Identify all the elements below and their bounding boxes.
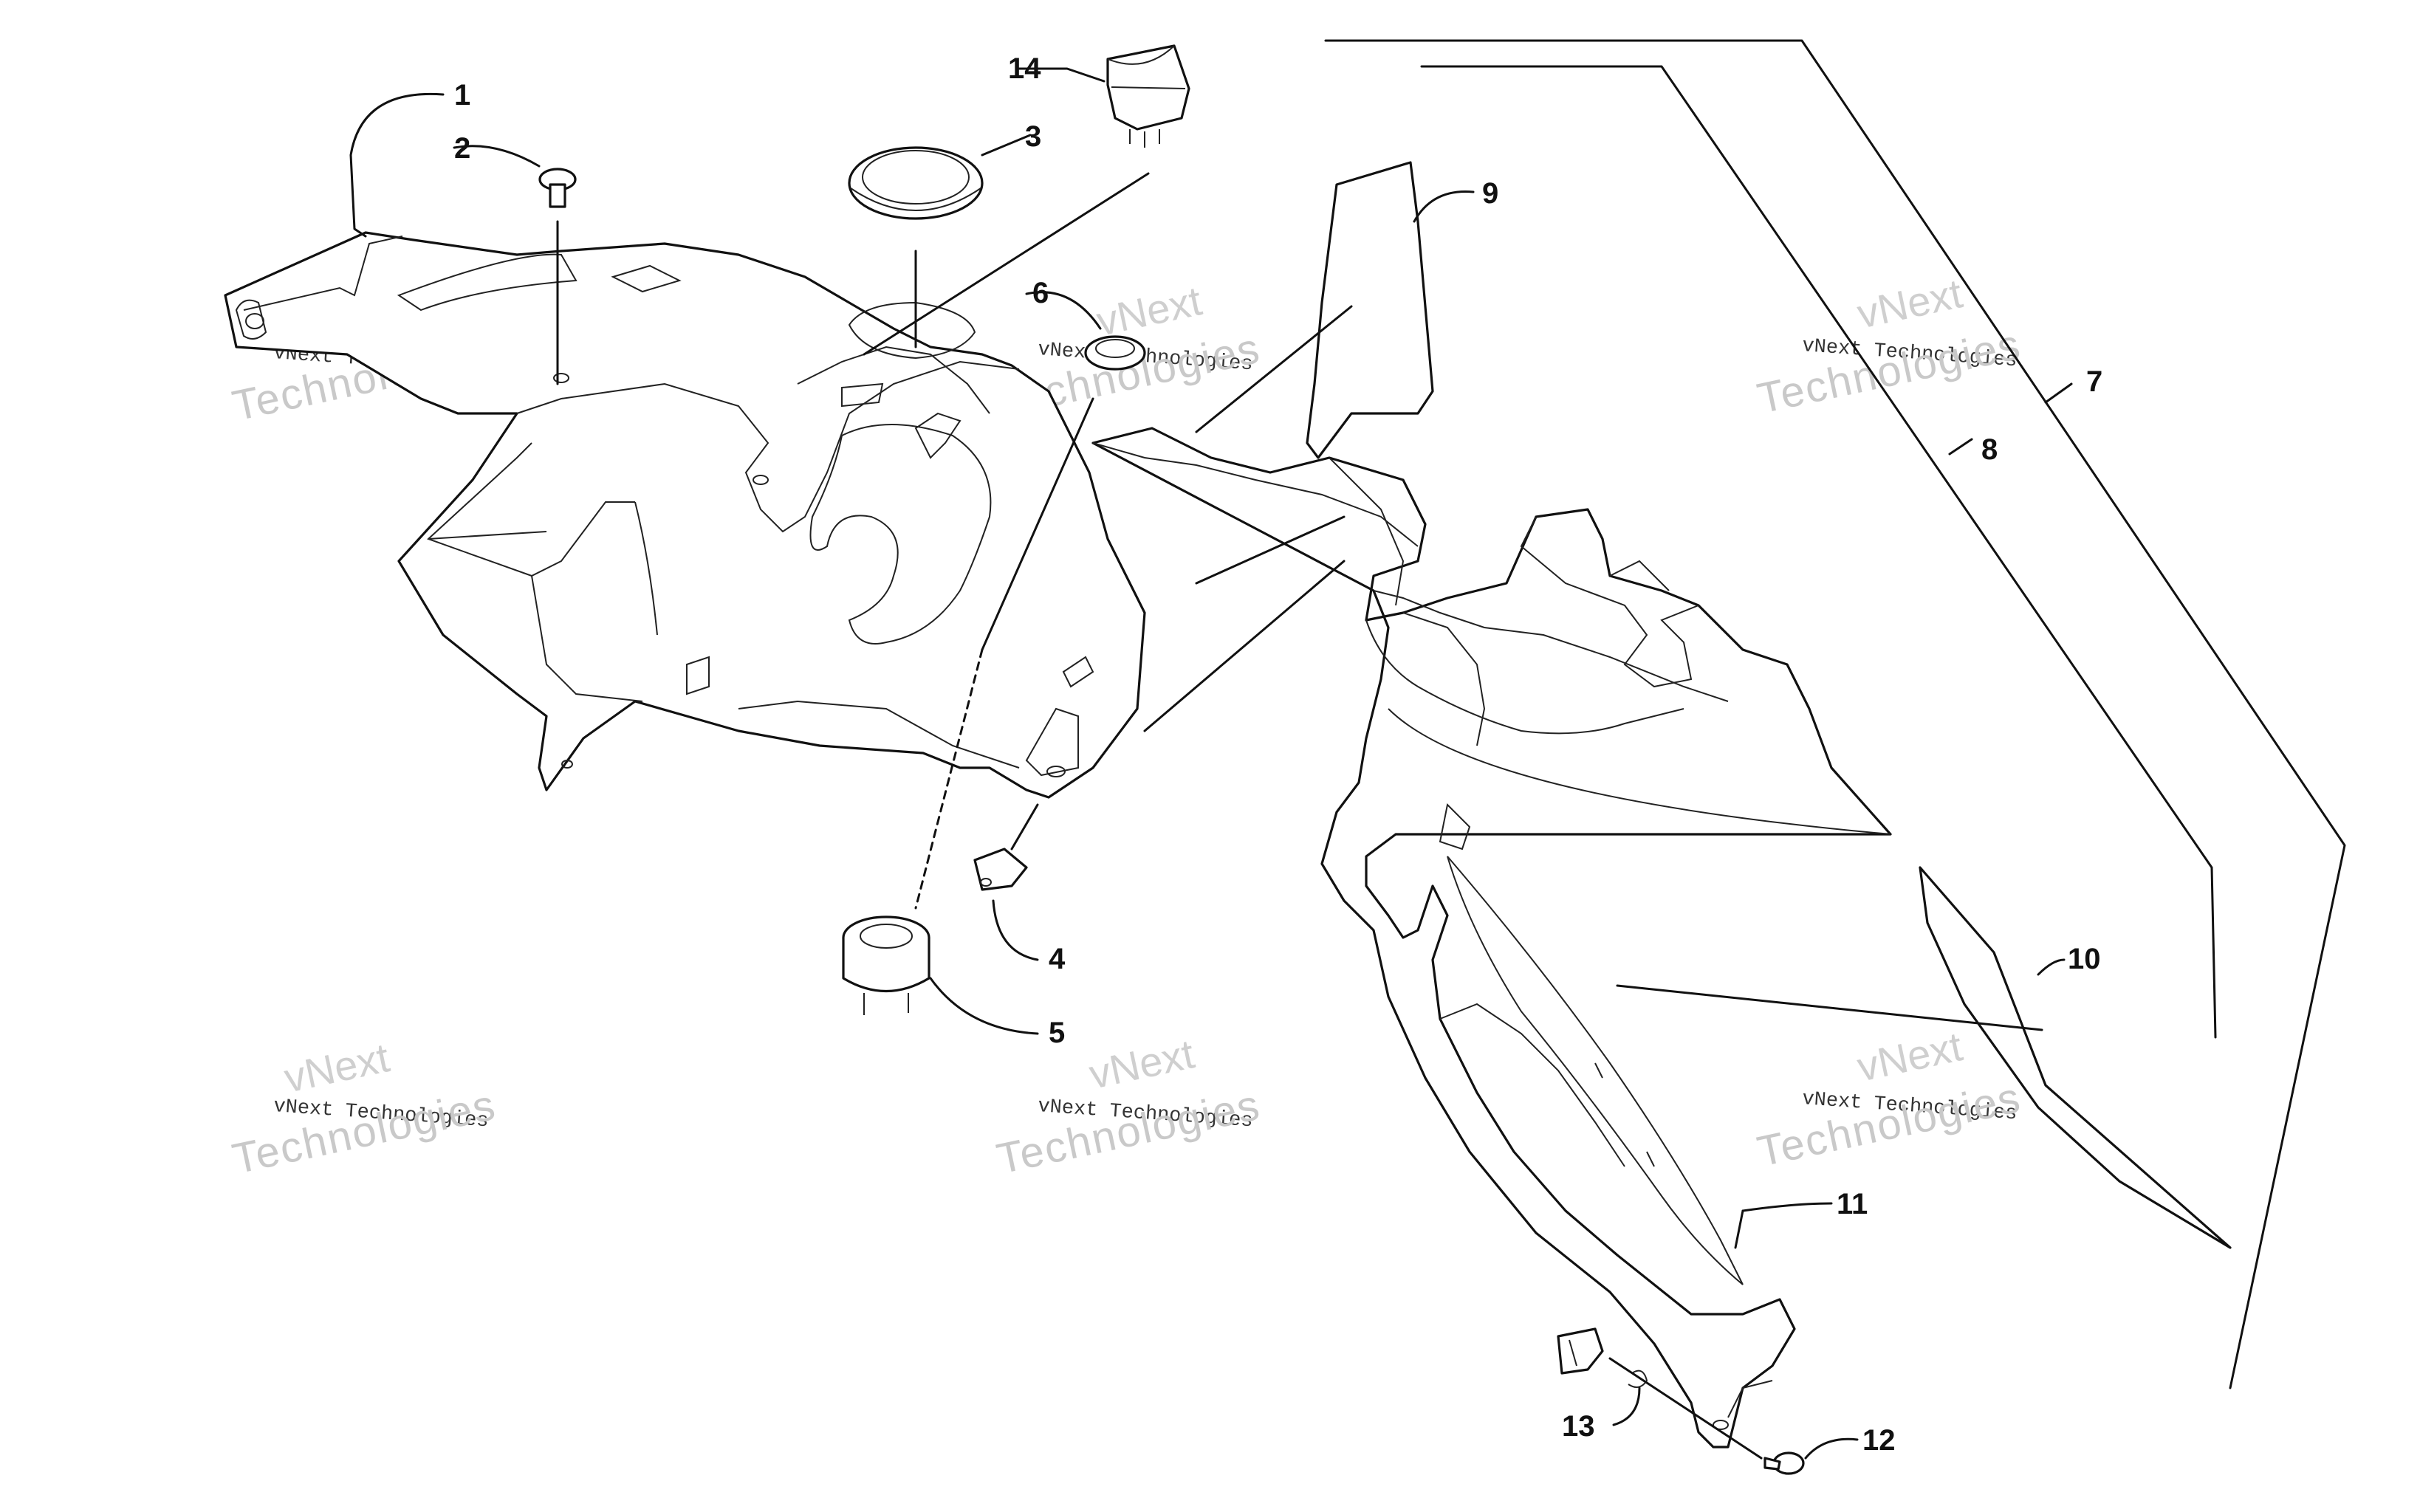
- svg-text:vNext: vNext: [1092, 277, 1206, 344]
- callout-12: 12: [1862, 1424, 1896, 1457]
- callout-14: 14: [1008, 52, 1041, 85]
- svg-text:vNext: vNext: [1853, 269, 1967, 337]
- part-11-side-panel: [1091, 427, 1892, 1449]
- part-10-strip: [1919, 866, 2232, 1249]
- watermark-bottom-right: vNext vNext Technologies Technologies: [1753, 1023, 2025, 1175]
- part-2-screw: [538, 168, 577, 385]
- part-13-clip-fastener: [1557, 1327, 1648, 1388]
- svg-text:Technologies: Technologies: [1753, 320, 2025, 423]
- callout-13: 13: [1562, 1410, 1595, 1443]
- callout-4: 4: [1049, 943, 1066, 975]
- callout-1: 1: [454, 79, 470, 111]
- svg-text:Technologies: Technologies: [228, 1081, 500, 1183]
- svg-text:Technologies: Technologies: [1753, 1073, 2025, 1176]
- part-9-fin: [1306, 161, 1434, 459]
- part-14-rocker-switch: [1106, 44, 1190, 148]
- part-1-console-panel: [224, 231, 1146, 799]
- part-5-ignition-plug: [842, 915, 930, 1015]
- callout-9: 9: [1482, 177, 1498, 210]
- callout-11: 11: [1837, 1188, 1868, 1220]
- watermark-bottom-center: vNext vNext Technologies Technologies: [993, 1030, 1264, 1183]
- callout-5: 5: [1049, 1017, 1065, 1049]
- svg-text:vNext: vNext: [280, 1034, 394, 1101]
- callout-10: 10: [2068, 943, 2101, 975]
- callout-7: 7: [2086, 365, 2102, 398]
- callout-2: 2: [454, 132, 470, 165]
- svg-text:vNext: vNext: [1085, 1030, 1199, 1097]
- part-12-push-rivet: [1763, 1451, 1805, 1475]
- svg-text:vNext: vNext: [1853, 1023, 1967, 1090]
- part-6-grommet: [1084, 335, 1146, 371]
- callout-3: 3: [1025, 120, 1041, 153]
- leader-lines: [349, 39, 2346, 1460]
- watermark-bottom-left: vNext vNext Technologies Technologies: [228, 1034, 500, 1183]
- callout-6: 6: [1032, 277, 1049, 309]
- callout-8: 8: [1981, 433, 1998, 466]
- part-4-clip: [973, 848, 1028, 891]
- callout-labels: 1 2 3 4 5 6 7 8 9 10 11 12 13 14: [454, 52, 2102, 1457]
- part-3-cap-ring: [848, 146, 984, 220]
- svg-text:Technologies: Technologies: [993, 1081, 1264, 1183]
